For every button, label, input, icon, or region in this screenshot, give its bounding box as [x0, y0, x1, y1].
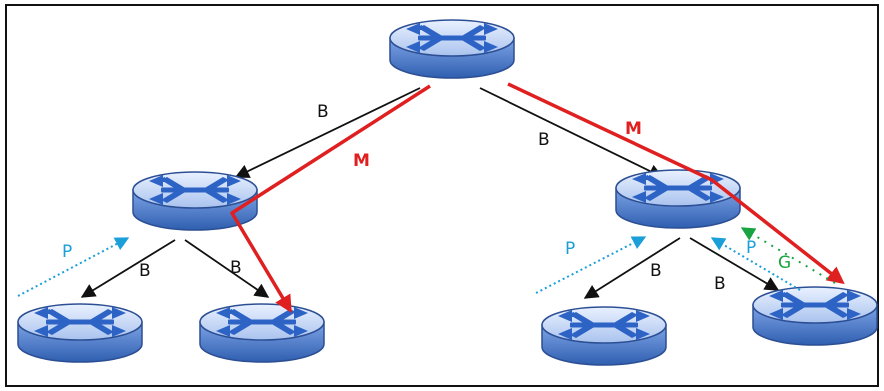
label-b: B [317, 102, 329, 122]
label-p: P [746, 238, 756, 258]
p-arrows [17, 236, 801, 297]
link-midleft-to-leaf2 [184, 239, 270, 298]
switch-leaf3-icon [541, 306, 667, 366]
label-g: G [778, 253, 791, 273]
multicast-path-left [230, 84, 431, 314]
link-root-to-midleft [234, 87, 421, 178]
label-b: B [538, 130, 550, 150]
b-links [80, 87, 780, 299]
m-paths [230, 82, 845, 314]
link-midleft-to-leaf1 [80, 239, 176, 298]
label-m: M [353, 151, 370, 171]
label-b: B [230, 258, 242, 278]
link-midright-to-leaf3 [583, 237, 681, 299]
label-m: M [625, 119, 642, 139]
label-p: P [565, 239, 575, 259]
multicast-path-right [507, 82, 845, 285]
proxy-arrow-left [17, 237, 130, 297]
switch-leaf1-icon [17, 303, 143, 363]
switch-leaf2-icon [199, 303, 325, 363]
link-midright-to-leaf4 [689, 237, 780, 291]
label-p: P [62, 242, 72, 262]
switch-root-icon [389, 19, 515, 79]
proxy-arrow-mid [535, 236, 647, 294]
link-root-to-midright [479, 87, 664, 178]
switch-midright-icon [615, 169, 741, 229]
switch-leaf4-icon [752, 286, 878, 346]
label-b: B [139, 261, 151, 281]
label-b: B [714, 274, 726, 294]
proxy-arrow-right [710, 237, 801, 291]
diagram-border [5, 4, 879, 387]
label-b: B [650, 261, 662, 281]
